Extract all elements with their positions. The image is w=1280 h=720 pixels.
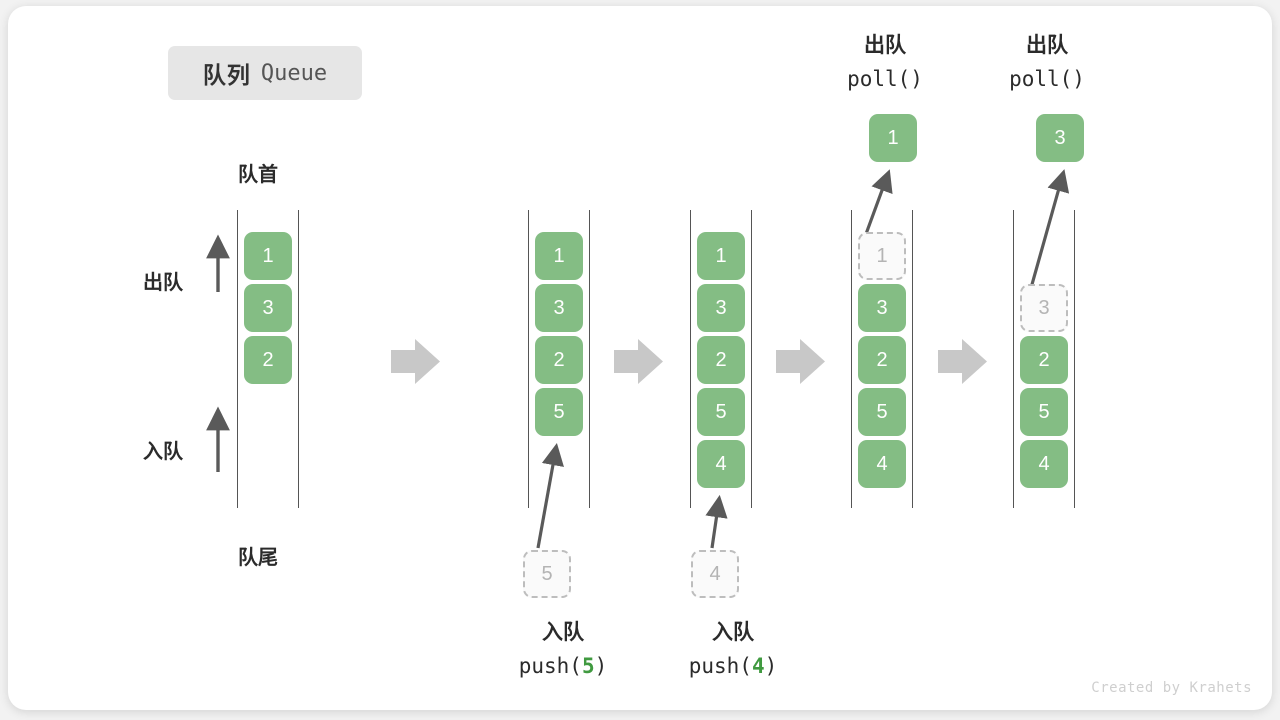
queue-cell: 3 (535, 284, 583, 332)
dequeue-direction-label: 出队 (143, 272, 183, 294)
queue-head-label: 队首 (238, 164, 278, 186)
queue-cell: 5 (697, 388, 745, 436)
queue-cell: 1 (858, 232, 906, 280)
poll-result-cell-1: 1 (869, 114, 917, 162)
queue-tail-label: 队尾 (238, 547, 278, 569)
watermark: Created by Krahets (1091, 680, 1252, 696)
queue-rail-left (851, 210, 852, 508)
queue-cell: 2 (244, 336, 292, 384)
diagram-title-chip: 队列 Queue (168, 46, 362, 100)
queue-cell: 3 (697, 284, 745, 332)
queue-cell: 2 (697, 336, 745, 384)
code-suffix: ) (764, 653, 778, 678)
queue-cell: 3 (1020, 284, 1068, 332)
queue-cell: 5 (858, 388, 906, 436)
title-cn: 队列 (202, 62, 251, 88)
operation-cn: 入队 (542, 621, 584, 644)
code-arg: 5 (581, 653, 595, 678)
queue-cell: 1 (535, 232, 583, 280)
queue-rail-right (912, 210, 913, 508)
code-prefix: push( (688, 653, 752, 678)
queue-cell: 4 (858, 440, 906, 488)
queue-cell: 3 (858, 284, 906, 332)
code-prefix: poll( (847, 66, 911, 91)
code-arg: 4 (751, 653, 765, 678)
operation-label-poll-1: 出队 poll() (830, 30, 940, 95)
code-suffix: ) (1072, 66, 1085, 91)
code-suffix: ) (594, 653, 608, 678)
operation-code: push(4) (672, 650, 794, 683)
queue-cell: 1 (697, 232, 745, 280)
operation-cn: 出队 (864, 34, 906, 57)
title-en: Queue (260, 60, 328, 86)
operation-cn: 出队 (1026, 34, 1068, 57)
operation-label-poll-3: 出队 poll() (992, 30, 1102, 95)
queue-rail-right (751, 210, 752, 508)
code-suffix: ) (910, 66, 923, 91)
diagram-card (8, 6, 1272, 710)
code-prefix: push( (518, 653, 582, 678)
queue-cell: 2 (535, 336, 583, 384)
queue-cell: 4 (697, 440, 745, 488)
queue-rail-right (1074, 210, 1075, 508)
operation-cn: 入队 (712, 621, 754, 644)
push-source-cell-5: 5 (523, 550, 571, 598)
queue-cell: 3 (244, 284, 292, 332)
queue-rail-left (528, 210, 529, 508)
queue-rail-left (237, 210, 238, 508)
queue-rail-left (1013, 210, 1014, 508)
queue-cell: 4 (1020, 440, 1068, 488)
push-source-cell-4: 4 (691, 550, 739, 598)
queue-rail-left (690, 210, 691, 508)
code-prefix: poll( (1009, 66, 1073, 91)
operation-label-push-4: 入队 push(4) (672, 617, 794, 682)
queue-cell: 2 (1020, 336, 1068, 384)
queue-cell: 2 (858, 336, 906, 384)
operation-label-push-5: 入队 push(5) (502, 617, 624, 682)
operation-code: push(5) (502, 650, 624, 683)
poll-result-cell-3: 3 (1036, 114, 1084, 162)
enqueue-direction-label: 入队 (143, 441, 183, 463)
queue-cell: 5 (535, 388, 583, 436)
queue-rail-right (589, 210, 590, 508)
operation-code: poll() (992, 63, 1102, 96)
operation-code: poll() (830, 63, 940, 96)
queue-rail-right (298, 210, 299, 508)
queue-cell: 5 (1020, 388, 1068, 436)
queue-cell: 1 (244, 232, 292, 280)
